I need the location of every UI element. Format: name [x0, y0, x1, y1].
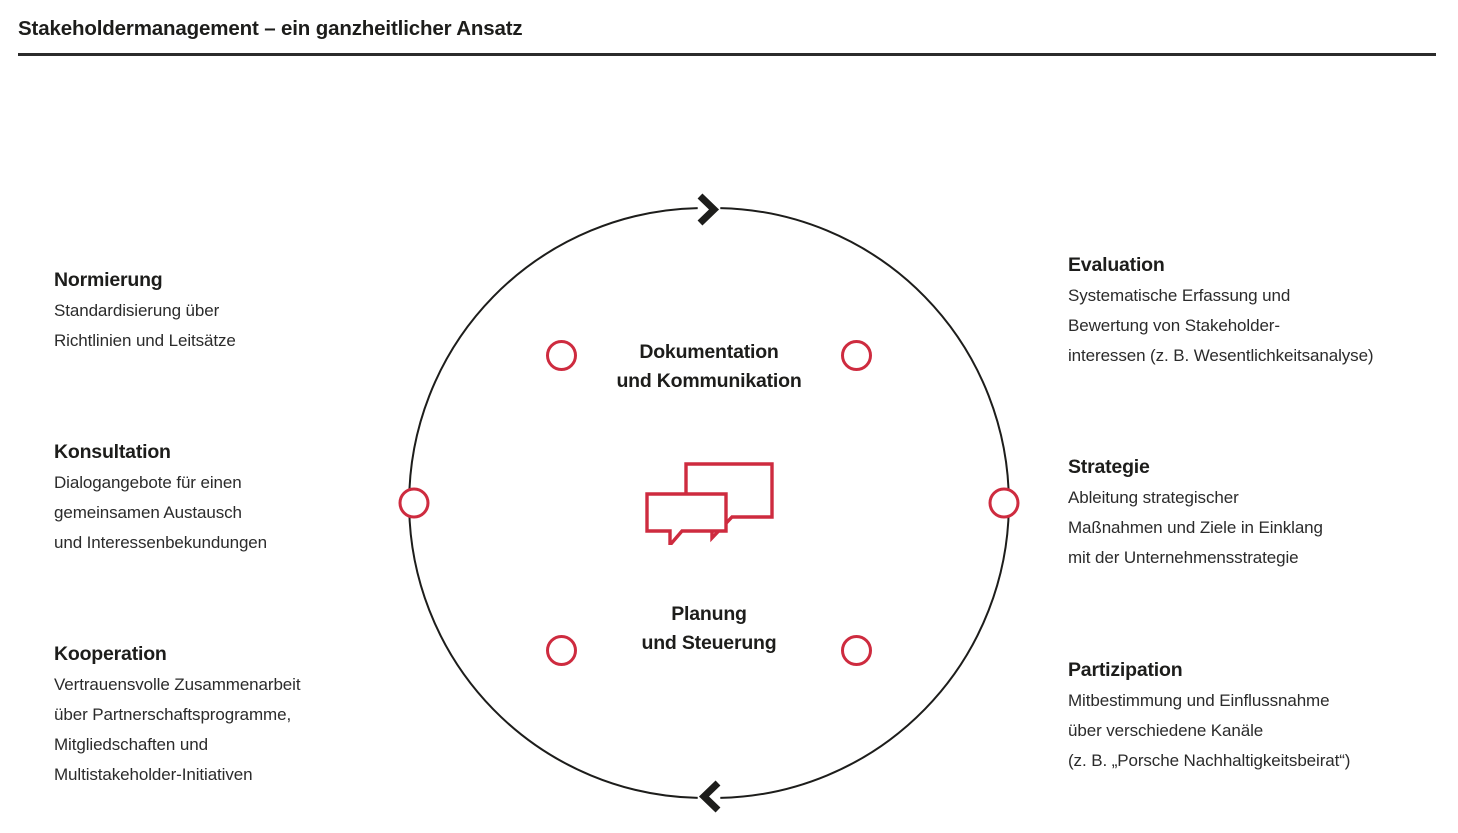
stage-block-partizipation: Partizipation Mitbestimmung und Einfluss… — [1068, 658, 1440, 776]
cycle-node-kooperation[interactable] — [546, 635, 577, 666]
stage-title-kooperation: Kooperation — [54, 643, 167, 665]
page-header: Stakeholdermanagement – ein ganzheitlich… — [18, 0, 1436, 58]
stage-title-partizipation: Partizipation — [1068, 659, 1183, 681]
cycle-node-evaluation[interactable] — [841, 340, 872, 371]
stage-title-strategie: Strategie — [1068, 456, 1150, 478]
center-label-planning: Planung und Steuerung — [641, 603, 777, 654]
stage-block-konsultation: Konsultation Dialogangebote für einen ge… — [54, 440, 426, 558]
stage-block-kooperation: Kooperation Vertrauensvolle Zusammenarbe… — [54, 642, 426, 790]
stage-title-evaluation: Evaluation — [1068, 254, 1165, 276]
speech-bubble-front — [645, 492, 728, 545]
stage-block-normierung: Normierung Standardisierung über Richtli… — [54, 268, 426, 356]
chevron-left-icon — [698, 780, 721, 813]
cycle-node-normierung[interactable] — [546, 340, 577, 371]
cycle-node-partizipation[interactable] — [841, 635, 872, 666]
stage-description-evaluation: Systematische Erfassung und Bewertung vo… — [1068, 286, 1374, 365]
stage-block-strategie: Strategie Ableitung strategischer Maßnah… — [1068, 455, 1440, 573]
cycle-node-konsultation[interactable] — [398, 487, 430, 519]
stage-description-normierung: Standardisierung über Richtlinien und Le… — [54, 301, 236, 350]
page-title: Stakeholdermanagement – ein ganzheitlich… — [18, 17, 523, 40]
chevron-right-icon — [697, 193, 720, 226]
stage-description-konsultation: Dialogangebote für einen gemeinsamen Aus… — [54, 473, 268, 552]
speech-bubbles-icon — [645, 462, 774, 545]
stage-title-konsultation: Konsultation — [54, 441, 171, 463]
stage-description-partizipation: Mitbestimmung und Einflussnahme über ver… — [1068, 691, 1351, 770]
stage-description-kooperation: Vertrauensvolle Zusammenarbeit über Part… — [54, 675, 301, 784]
title-divider — [18, 53, 1436, 56]
center-label-documentation: Dokumentation und Kommunikation — [616, 341, 802, 392]
stage-title-normierung: Normierung — [54, 269, 163, 291]
cycle-ring — [398, 193, 1020, 813]
stage-description-strategie: Ableitung strategischer Maßnahmen und Zi… — [1068, 488, 1323, 567]
cycle-node-strategie[interactable] — [988, 487, 1020, 519]
stage-block-evaluation: Evaluation Systematische Erfassung und B… — [1068, 253, 1440, 371]
